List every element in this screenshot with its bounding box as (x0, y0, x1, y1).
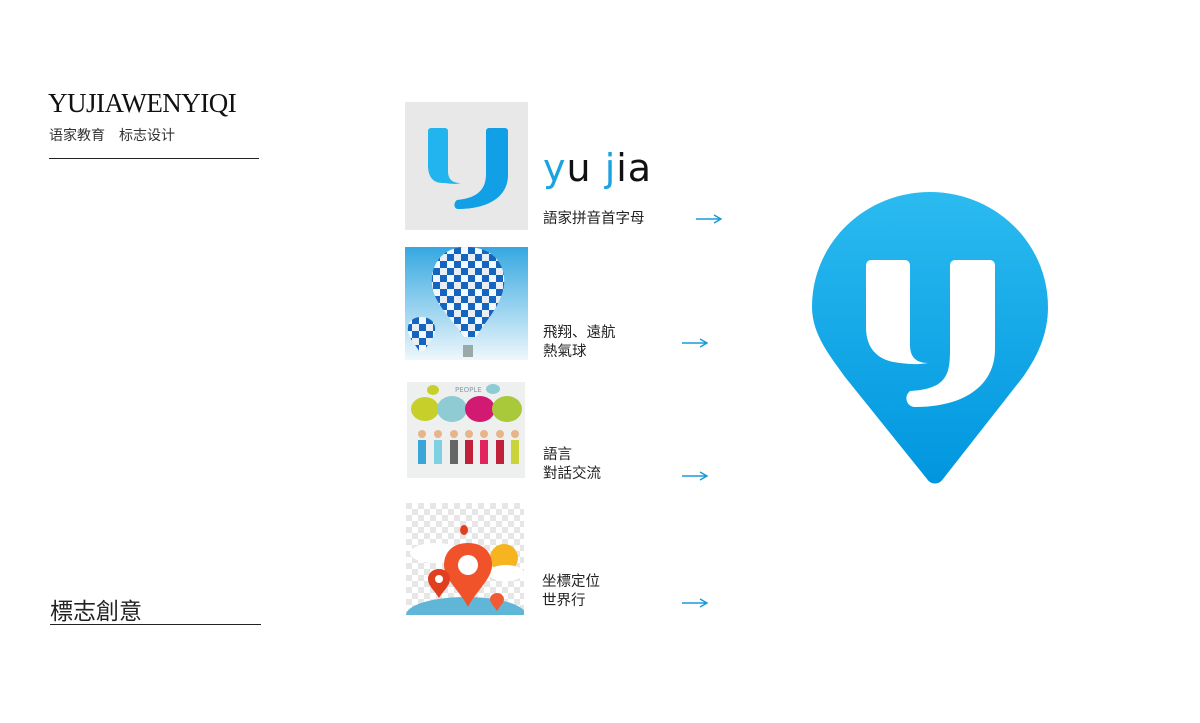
divider (49, 158, 259, 159)
map-thumbnail (406, 503, 524, 615)
yujia-pin-logo (812, 192, 1048, 484)
arrow-right-icon (682, 598, 708, 608)
concept-caption: 坐標定位世界行 (542, 574, 600, 609)
yujia-wordmark: yu jia (543, 146, 653, 190)
arrow-right-icon (696, 214, 722, 224)
people-speech-bubbles-illustration: PEOPLE (411, 384, 522, 464)
concept-caption: 語家拼音首字母 (543, 211, 645, 227)
logo-thumbnail (405, 102, 528, 230)
concept-caption: 語言對話交流 (543, 447, 601, 482)
hot-air-balloon-photo (405, 247, 528, 360)
people-thumbnail: PEOPLE (407, 382, 525, 478)
logo-u-icon (428, 128, 508, 209)
concept-caption: 飛翔、遠航熱氣球 (543, 325, 616, 360)
divider (50, 624, 261, 625)
map-location-pins-illustration (406, 503, 524, 615)
arrow-right-icon (682, 471, 708, 481)
section-title: 標志創意 (50, 599, 142, 625)
balloon-thumbnail (405, 247, 528, 360)
arrow-right-icon (682, 338, 708, 348)
brand-title: YUJIAWENYIQI (48, 88, 237, 118)
brand-subtitle: 语家教育 标志设计 (49, 128, 175, 144)
svg-text:PEOPLE: PEOPLE (455, 386, 482, 394)
